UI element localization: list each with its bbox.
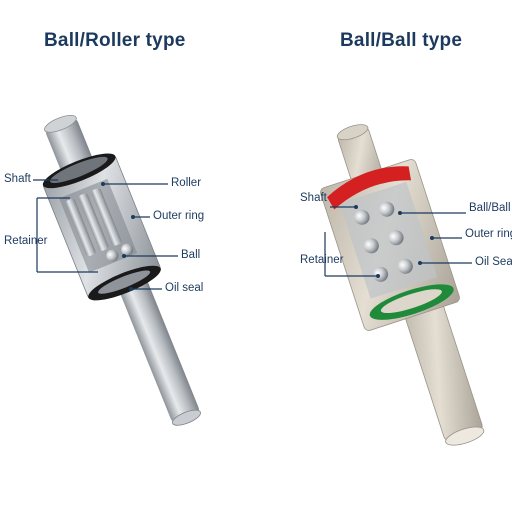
ball-ball-bearing <box>320 124 485 446</box>
right-label-retainer: Retainer <box>300 254 344 266</box>
right-top-oil-seal <box>327 166 412 210</box>
right-ball-2 <box>379 201 395 217</box>
left-diagram-title: Ball/Roller type <box>44 30 186 51</box>
right-label-shaft: Shaft <box>300 192 327 204</box>
right-ball-4 <box>388 230 404 246</box>
left-lower-shaft <box>112 260 201 426</box>
left-roller-1 <box>65 198 96 257</box>
left-leader-lines <box>33 179 178 291</box>
right-outer-ring <box>320 159 460 331</box>
right-ball-5 <box>373 266 389 282</box>
ball-roller-bearing <box>42 114 201 426</box>
left-label-ball: Ball <box>181 249 201 261</box>
left-label-oil-seal: Oil seal <box>165 282 204 294</box>
left-label-outer-ring: Outer ring <box>153 210 205 222</box>
left-ball <box>106 249 119 262</box>
right-diagram-title: Ball/Ball type <box>340 30 463 51</box>
left-outer-ring <box>42 153 161 301</box>
right-lower-shaft <box>400 288 485 446</box>
right-leader-lines <box>324 205 472 278</box>
left-roller-2 <box>78 193 109 252</box>
left-label-shaft: Shaft <box>4 173 31 185</box>
right-label-oil-seal: Oil Seal <box>475 256 512 268</box>
left-label-retainer: Retainer <box>4 235 48 247</box>
left-roller-3 <box>91 188 122 246</box>
right-ball-3 <box>363 238 379 254</box>
right-label-outer-ring: Outer ring <box>465 228 512 240</box>
left-label-roller: Roller <box>171 177 202 189</box>
right-ball-6 <box>397 258 413 274</box>
right-label-ball-ball: Ball/Ball <box>469 202 511 214</box>
right-ball-1 <box>354 209 370 225</box>
